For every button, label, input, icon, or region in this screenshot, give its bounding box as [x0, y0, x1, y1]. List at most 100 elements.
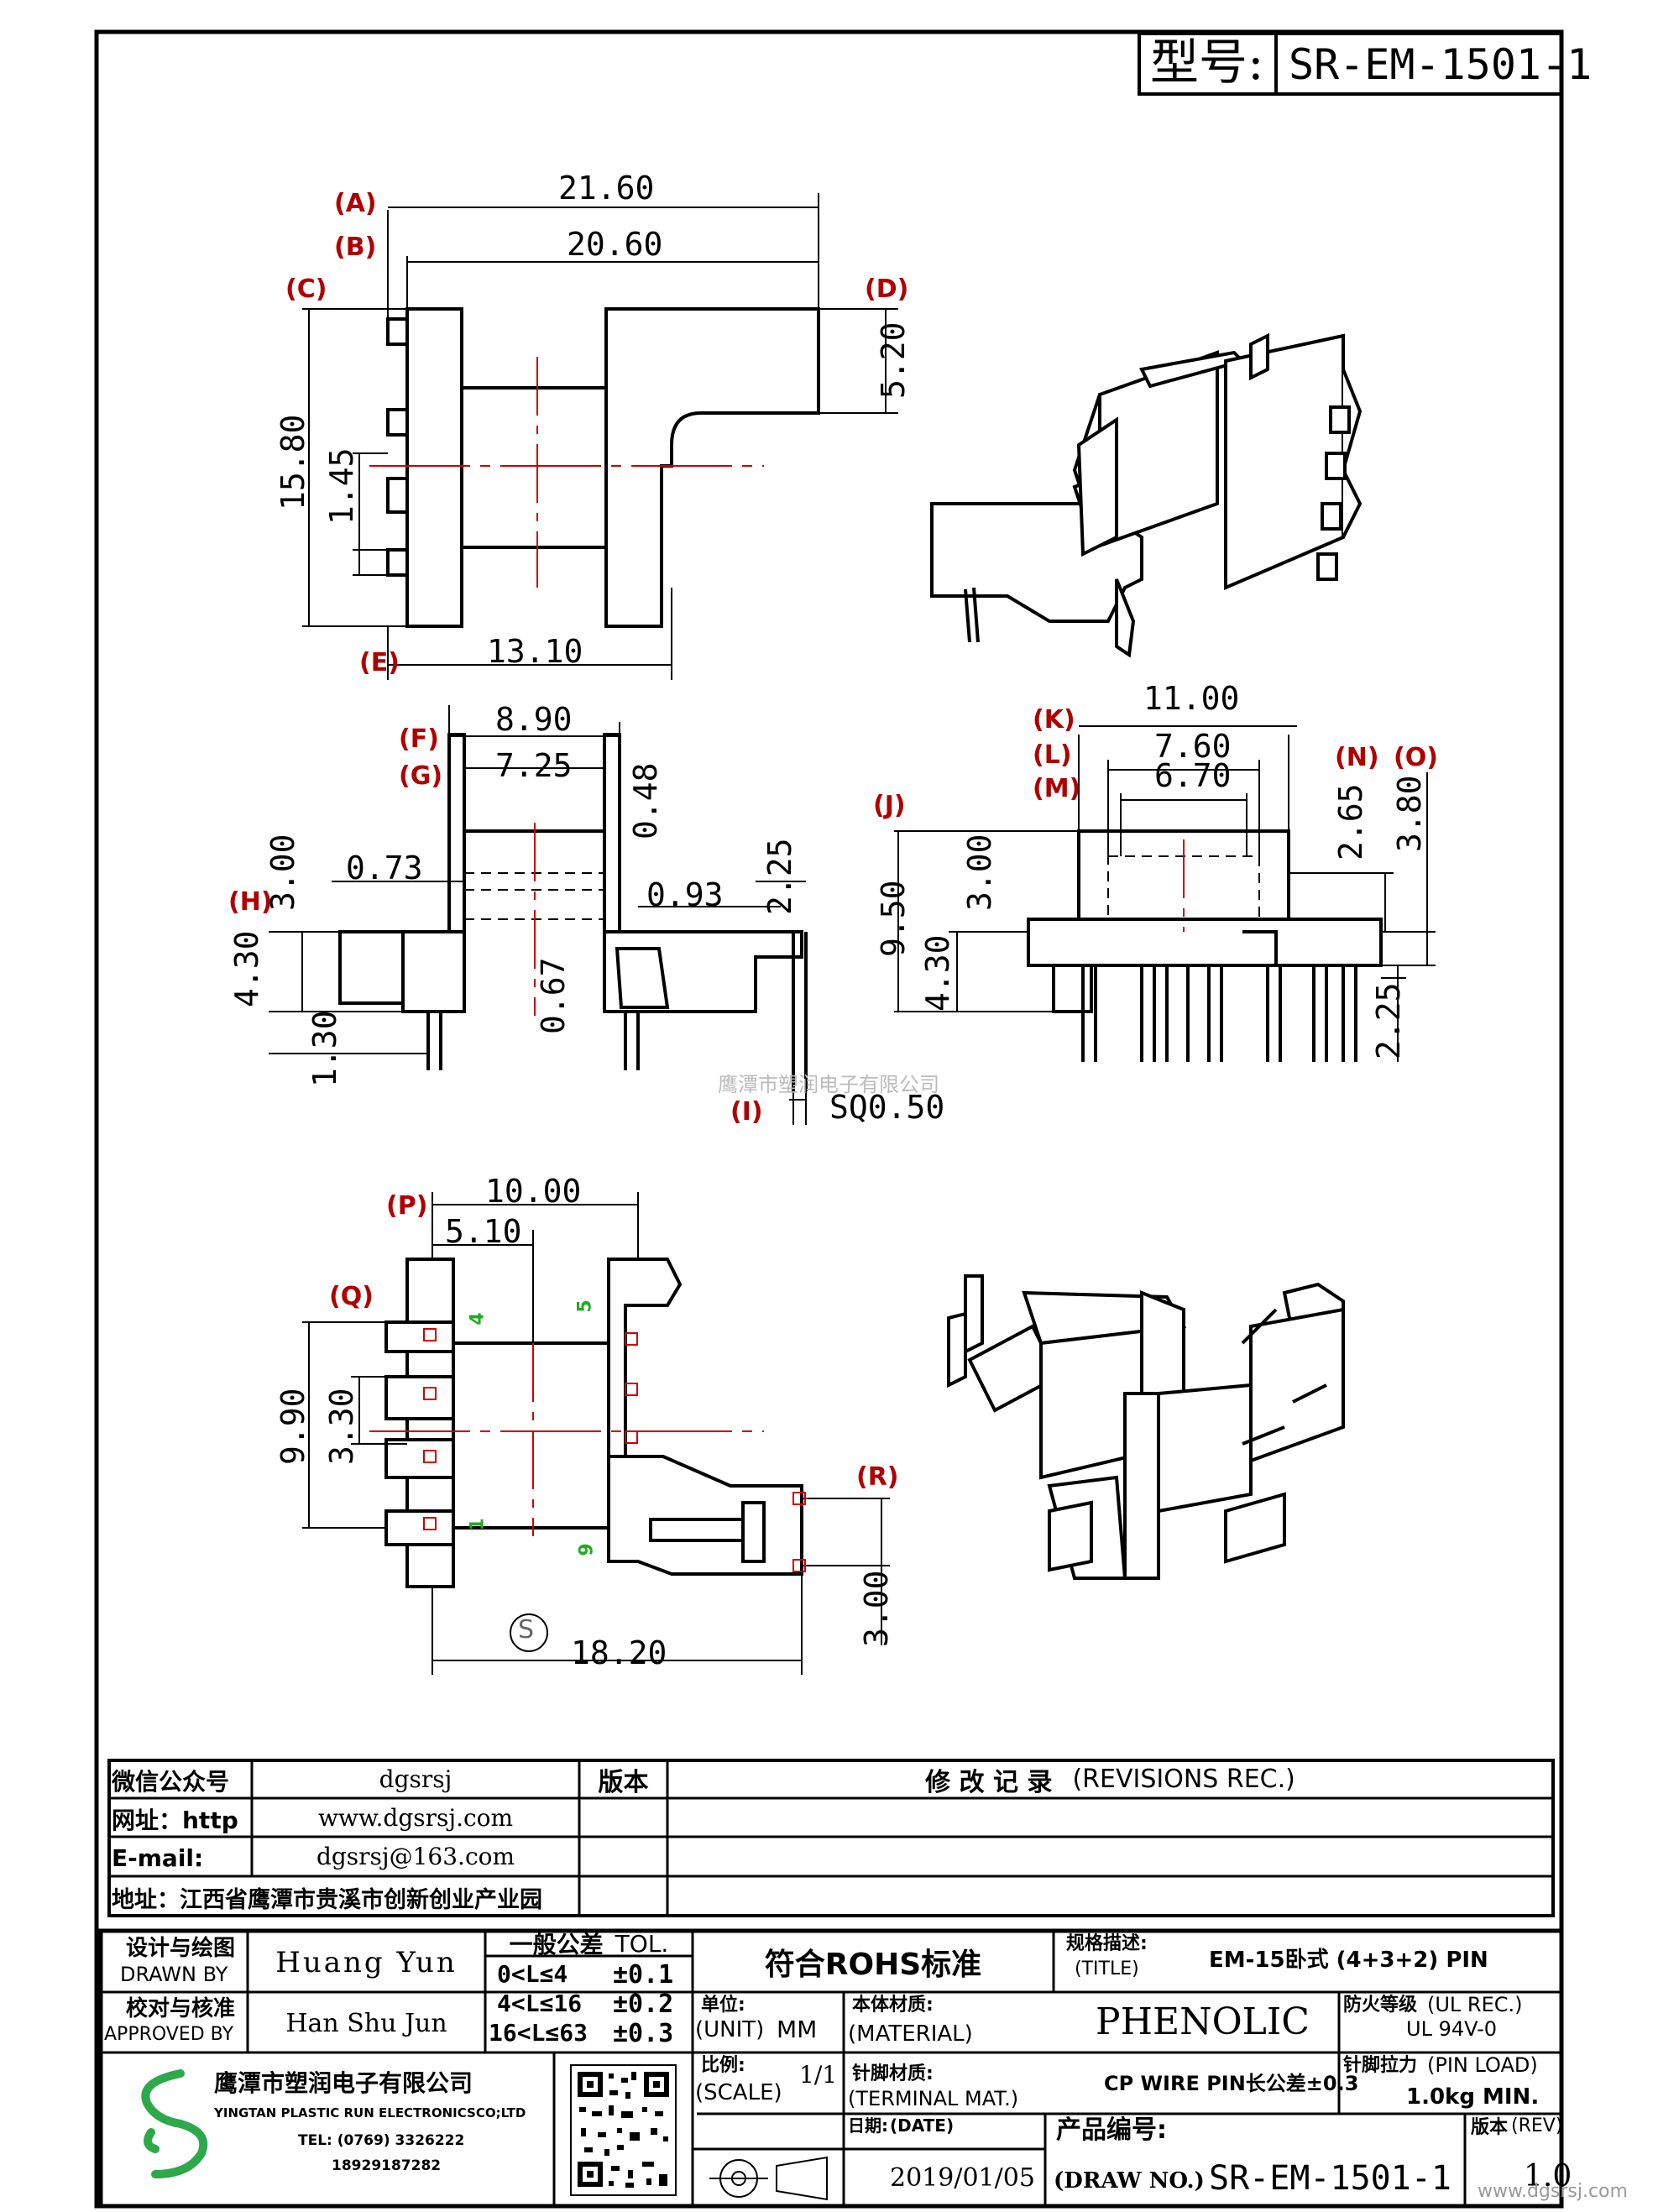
- label-a: (A): [334, 189, 377, 218]
- company-logo: [141, 2069, 208, 2178]
- label-g: (G): [399, 761, 443, 791]
- pin-number-1: 1: [467, 1518, 489, 1531]
- approved-value: Han Shu Jun: [285, 2009, 447, 2038]
- terminal-cn: 针脚材质:: [852, 2063, 934, 2084]
- revisions-header-en: (REVISIONS REC.): [1072, 1765, 1295, 1794]
- company-en: YINGTAN PLASTIC RUN ELECTRONICSCO;LTD: [214, 2105, 526, 2120]
- company-mobile: 18929187282: [332, 2157, 442, 2174]
- date-en: (DATE): [890, 2115, 955, 2136]
- drawno-value: SR-EM-1501-1: [1209, 2159, 1451, 2198]
- dim-side-4-30: 4.30: [228, 930, 265, 1007]
- top-view-centerlines: [369, 357, 764, 588]
- iso-view-2: [947, 1274, 1345, 1580]
- dim-g: 7.25: [495, 747, 573, 784]
- dim-front-3-00: 3.00: [961, 834, 998, 911]
- iso-view-1: [930, 332, 1363, 658]
- dim-a: 21.60: [558, 170, 655, 207]
- tol-range-3: 16<L≤63: [489, 2019, 588, 2047]
- rev-value: 1.0: [1524, 2159, 1572, 2194]
- dim-e: 13.10: [487, 633, 583, 670]
- date-value: 2019/01/05: [890, 2163, 1035, 2193]
- dim-side-3-00: 3.00: [264, 834, 301, 911]
- pin-number-9: 9: [576, 1543, 598, 1556]
- dim-front-2-25: 2.25: [1370, 982, 1407, 1059]
- tol-en: TOL.: [615, 1931, 669, 1956]
- label-i: (I): [730, 1097, 763, 1127]
- label-h: (H): [228, 887, 273, 917]
- dim-0-48: 0.48: [627, 762, 664, 839]
- label-p: (P): [386, 1191, 428, 1221]
- drawn-value: Huang Yun: [275, 1945, 458, 1979]
- address: 地址：江西省鹰潭市贵溪市创新创业产业园: [112, 1886, 542, 1913]
- dim-b: 20.60: [567, 226, 663, 263]
- fire-value: UL 94V-0: [1406, 2017, 1498, 2041]
- dim-sq: SQ0.50: [829, 1089, 945, 1126]
- pin-number-5: 5: [574, 1299, 596, 1313]
- s-mark: S: [518, 1615, 535, 1645]
- dim-1-30: 1.30: [306, 1010, 343, 1087]
- wechat-label: 微信公众号: [112, 1768, 230, 1796]
- front-view: [894, 725, 1436, 1062]
- material-cn: 本体材质:: [852, 1995, 934, 2016]
- drawno-cn: 产品编号:: [1056, 2115, 1167, 2145]
- rohs: 符合ROHS标准: [764, 1947, 982, 1982]
- dim-side-2-25: 2.25: [761, 838, 798, 915]
- company-cn: 鹰潭市塑润电子有限公司: [214, 2069, 473, 2097]
- bottom-view: [302, 1192, 890, 1675]
- drawno-en: (DRAW NO.): [1054, 2168, 1205, 2194]
- label-l: (L): [1033, 740, 1072, 770]
- email-value[interactable]: dgsrsj@163.com: [316, 1843, 515, 1870]
- site-watermark: www.dgsrsj.com: [1478, 2181, 1628, 2202]
- dim-5-10: 5.10: [445, 1213, 522, 1250]
- load-cn: 针脚拉力: [1343, 2055, 1418, 2076]
- unit-value: MM: [777, 2016, 818, 2043]
- model-label: 型号:: [1150, 34, 1264, 91]
- label-j: (J): [873, 791, 906, 820]
- dim-3-80: 3.80: [1391, 775, 1428, 852]
- version-header: 版本: [598, 1767, 649, 1797]
- dim-p: 10.00: [485, 1173, 582, 1210]
- terminal-value: CP WIRE PIN长公差±0.3: [1104, 2072, 1359, 2095]
- email-label: E-mail:: [112, 1843, 204, 1872]
- watermark: 鹰潭市塑润电子有限公司: [718, 1073, 939, 1096]
- scale-cn: 比例:: [701, 2055, 745, 2076]
- dim-front-4-30: 4.30: [919, 934, 956, 1012]
- approved-en: APPROVED BY: [104, 2024, 234, 2045]
- dim-18-20: 18.20: [571, 1634, 667, 1671]
- label-r: (R): [856, 1462, 899, 1492]
- tol-range-2: 4<L≤16: [497, 1990, 583, 2017]
- dim-m: 6.70: [1154, 757, 1232, 794]
- tol-range-1: 0<L≤4: [497, 1960, 568, 1988]
- dim-0-67: 0.67: [535, 957, 572, 1034]
- title-cn: 规格描述:: [1066, 1933, 1148, 1954]
- label-q: (Q): [329, 1282, 374, 1311]
- tol-value-2: ±0.2: [613, 1990, 674, 2019]
- dim-q: 9.90: [275, 1388, 311, 1465]
- fire-en: (UL REC.): [1427, 1993, 1523, 2016]
- dim-1-45: 1.45: [323, 447, 360, 525]
- label-c: (C): [285, 275, 327, 304]
- title-value: EM-15卧式 (4+3+2) PIN: [1209, 1948, 1488, 1973]
- bottom-view-centerlines: [369, 1343, 764, 1536]
- pin-number-4: 4: [467, 1312, 489, 1326]
- qr-code-pattern: [578, 2072, 669, 2188]
- web-value[interactable]: www.dgsrsj.com: [317, 1803, 514, 1832]
- label-m: (M): [1033, 774, 1081, 803]
- tol-value-1: ±0.1: [613, 1960, 674, 1990]
- scale-value: 1/1: [799, 2061, 838, 2089]
- label-d: (D): [865, 275, 909, 304]
- company-tel: TEL: (0769) 3326222: [298, 2132, 465, 2149]
- dim-j: 9.50: [875, 880, 912, 957]
- dim-l: 7.60: [1154, 728, 1232, 765]
- dim-3-30: 3.30: [323, 1388, 360, 1465]
- label-k: (K): [1033, 705, 1075, 735]
- terminal-en: (TERMINAL MAT.): [848, 2087, 1019, 2110]
- model-number: SR-EM-1501-1: [1289, 40, 1593, 89]
- unit-cn: 单位:: [701, 1995, 745, 2016]
- rev-cn: 版本: [1471, 2117, 1509, 2138]
- tol-header: 一般公差 TOL.: [485, 1931, 693, 1956]
- label-e: (E): [359, 648, 400, 677]
- date-cn: 日期:: [848, 2115, 888, 2136]
